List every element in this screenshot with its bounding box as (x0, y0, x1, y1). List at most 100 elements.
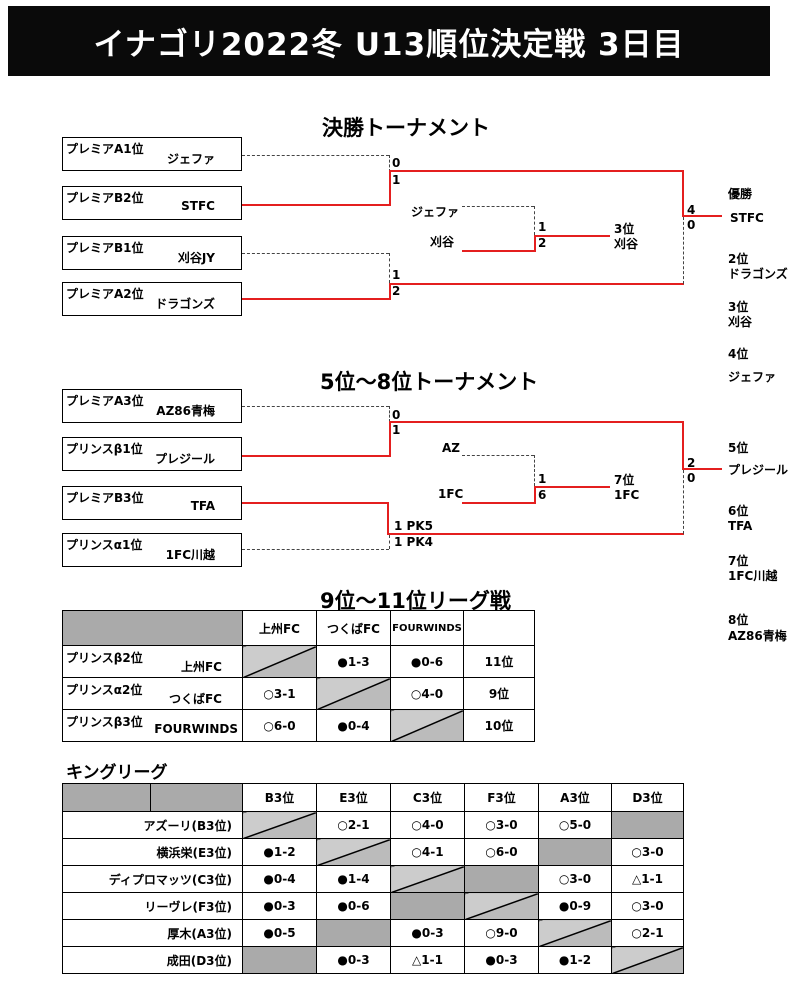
result-cell: ○2-1 (316, 811, 391, 839)
seed-label: プリンスβ1位 (66, 442, 143, 456)
bracket-line (462, 206, 534, 207)
league9-table: 上州FC つくばFC FOURWINDS プリンスβ2位 上州FC ●1-3 ●… (62, 610, 535, 742)
result-cell: ○3-0 (464, 811, 539, 839)
table-row: プリンスβ3位 FOURWINDS ○6-0 ●0-4 10位 (62, 709, 535, 742)
result-cell: △1-1 (390, 946, 465, 974)
winner-line (534, 486, 610, 488)
rank-label: 6位 (728, 504, 749, 518)
king-row-team: リーヴレ(F3位) (62, 892, 243, 920)
rank-team: プレジール (728, 463, 789, 477)
result-cell: ●0-3 (390, 919, 465, 947)
team-label: プレジール (154, 452, 215, 466)
result-cell: △1-1 (611, 865, 684, 893)
rank-label: 8位 (728, 613, 749, 627)
rank-label: 3位 (728, 300, 749, 314)
king-col-header: B3位 (242, 783, 317, 812)
score: 1 (538, 472, 547, 486)
seventh-place-team: 1FC (614, 488, 640, 502)
seventh-place-team-b: 1FC (438, 487, 464, 501)
king-row-team: 横浜栄(E3位) (62, 838, 243, 866)
result-cell: ○3-0 (538, 865, 612, 893)
placement-entry-box: プリンスβ1位 プレジール (62, 437, 242, 471)
league9-row-header: プリンスβ3位 FOURWINDS (62, 709, 243, 742)
rank-label: 4位 (728, 347, 749, 361)
rank-team: 刈谷 (728, 315, 753, 329)
team-label: つくばFC (168, 692, 222, 706)
third-place-team-b: 刈谷 (430, 235, 455, 249)
result-cell: ○3-0 (611, 892, 684, 920)
empty-cell (538, 838, 612, 866)
placement-entry-box: プレミアA3位 AZ86青梅 (62, 389, 242, 423)
seed-label: プレミアB1位 (66, 241, 144, 255)
result-cell: ●0-6 (390, 645, 464, 678)
league9-row-header: プリンスβ2位 上州FC (62, 645, 243, 678)
seed-label: プレミアA2位 (66, 287, 144, 301)
result-cell: ○9-0 (464, 919, 539, 947)
third-place-team: 刈谷 (614, 237, 639, 251)
score: 0 (687, 471, 696, 485)
seed-label: プリンスα2位 (66, 683, 143, 697)
result-cell: ●0-6 (316, 892, 391, 920)
bracket-line (389, 406, 390, 422)
bracket-line (389, 253, 390, 283)
team-label: ドラゴンズ (155, 297, 215, 311)
rank-label: 2位 (728, 252, 749, 266)
seed-label: プレミアA1位 (66, 142, 144, 156)
final-entry-box: プレミアA2位 ドラゴンズ (62, 282, 242, 316)
bracket-line (389, 535, 390, 549)
result-cell: ○3-0 (611, 838, 684, 866)
rank-label: 5位 (728, 441, 749, 455)
league9-heading: 9位～11位リーグ戦 (320, 589, 511, 613)
table-row: 横浜栄(E3位) ●1-2 ○4-1 ○6-0 ○3-0 (62, 838, 684, 866)
empty-cell (390, 892, 465, 920)
result-cell: ●0-4 (242, 865, 317, 893)
king-row-team: アズーリ(B3位) (62, 811, 243, 839)
rank-team: TFA (728, 519, 753, 533)
self-match-cell (390, 709, 464, 742)
team-label: STFC (181, 199, 215, 213)
page-title: イナゴリ2022冬 U13順位決定戦 3日目 (8, 6, 770, 76)
bracket-line (683, 217, 684, 284)
table-row: プリンスα2位 つくばFC ○3-1 ○4-0 9位 (62, 677, 535, 710)
winner-line (389, 283, 391, 300)
team-label: 上州FC (180, 660, 222, 674)
king-col-header: F3位 (464, 783, 539, 812)
winner-line (242, 455, 391, 457)
bracket-line (534, 206, 535, 235)
king-row-team: 厚木(A3位) (62, 919, 243, 947)
king-row-team: ディプロマッツ(C3位) (62, 865, 243, 893)
team-label: TFA (190, 499, 215, 513)
score: 0 (392, 408, 401, 422)
bracket-line (683, 470, 684, 534)
final-tournament-heading: 決勝トーナメント (322, 116, 490, 140)
result-cell: ○4-1 (390, 838, 465, 866)
score: 0 (687, 218, 696, 232)
team-label: ジェファ (166, 152, 215, 166)
result-cell: ●0-3 (316, 946, 391, 974)
winner-line (682, 170, 684, 217)
winner-line (682, 421, 684, 470)
table-row: 厚木(A3位) ●0-5 ●0-3 ○9-0 ○2-1 (62, 919, 684, 947)
third-place-team-a: ジェファ (411, 205, 460, 219)
bracket-line (242, 549, 389, 550)
winner-line (242, 298, 391, 300)
empty-cell (242, 946, 317, 974)
team-label: 刈谷JY (177, 251, 215, 265)
score: 4 (687, 203, 696, 217)
seed-label: プレミアB3位 (66, 491, 144, 505)
winner-line (387, 533, 684, 535)
final-entry-box: プレミアA1位 ジェファ (62, 137, 242, 171)
empty-cell (611, 811, 684, 839)
score: 2 (538, 236, 547, 250)
seed-label: プレミアA3位 (66, 394, 144, 408)
score: 2 (687, 456, 696, 470)
result-cell: ●1-4 (316, 865, 391, 893)
winner-line (389, 421, 391, 457)
rank-cell: 9位 (463, 677, 535, 710)
result-cell: ●1-3 (316, 645, 391, 678)
winner-line (534, 235, 610, 237)
self-match-cell (316, 677, 391, 710)
score: 1 PK5 (394, 519, 433, 533)
rank-team: ジェファ (728, 370, 777, 384)
self-match-cell (242, 811, 317, 839)
